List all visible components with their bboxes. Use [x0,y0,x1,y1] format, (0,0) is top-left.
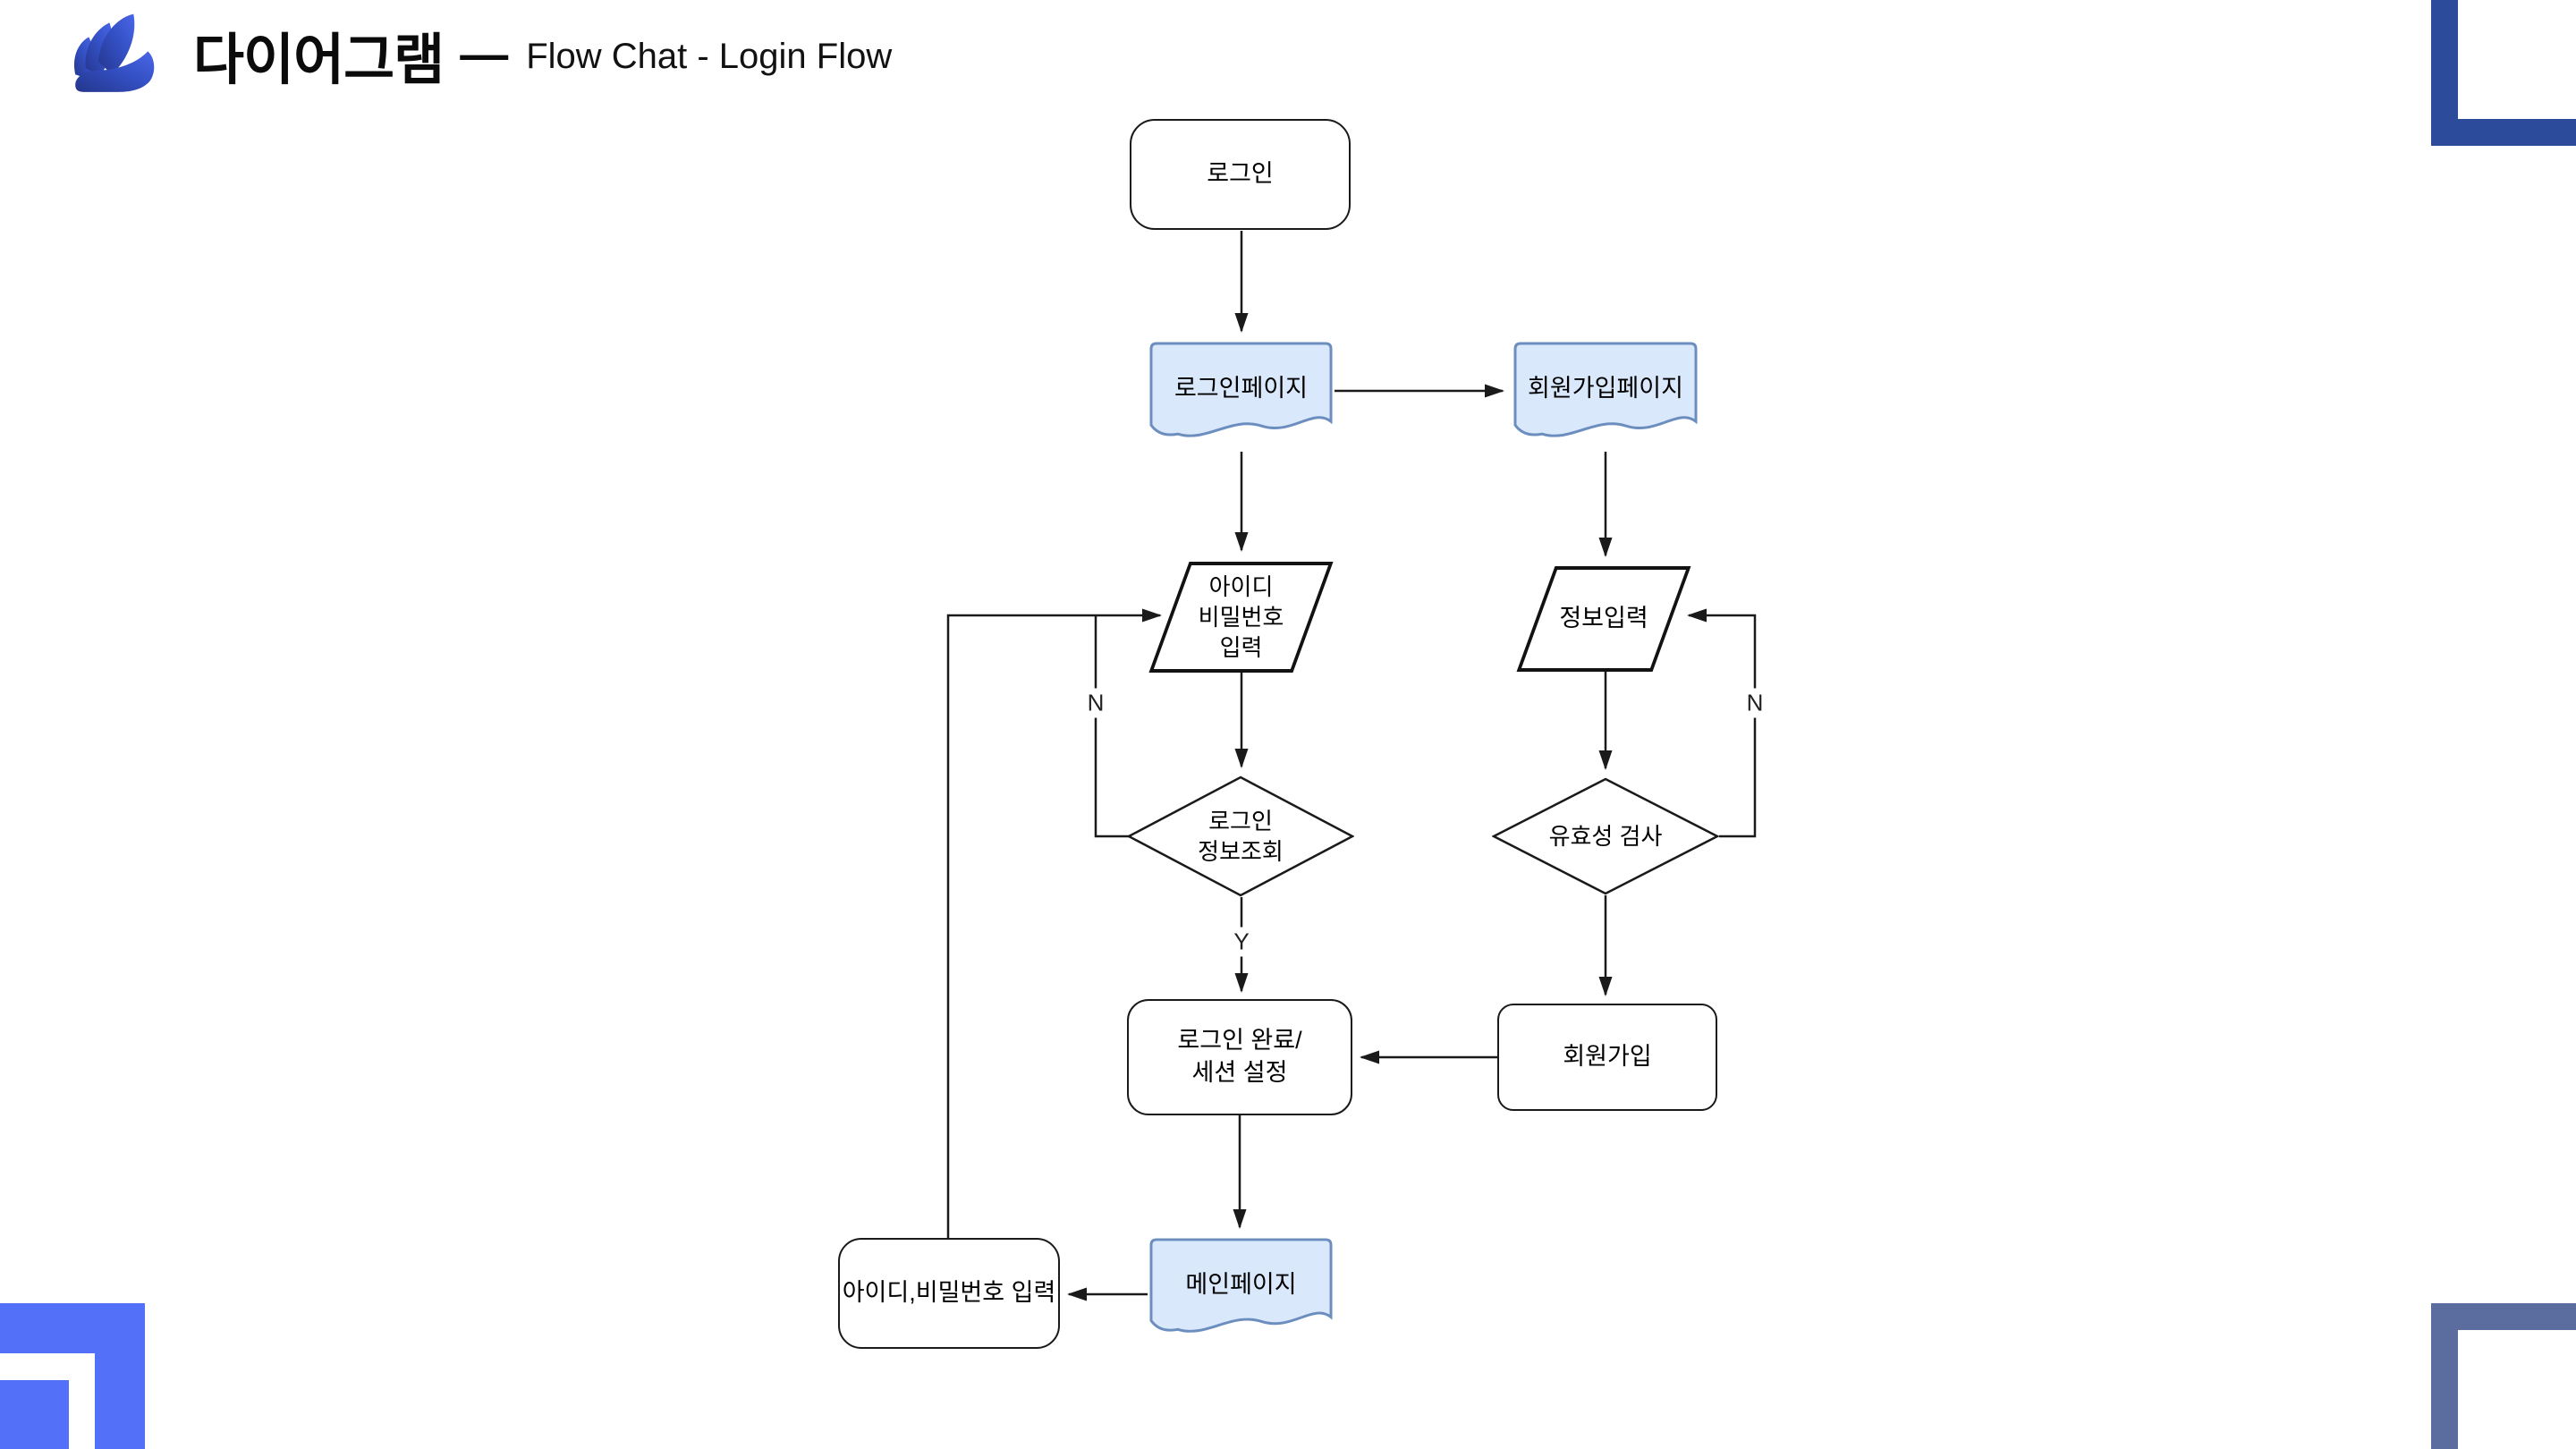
node-login-page-label: 로그인페이지 [1174,375,1309,402]
document-shape [1149,1238,1333,1333]
app-title: 다이어그램 [193,30,445,91]
node-login-start-label: 로그인 [1207,160,1274,188]
node-signup-page: 회원가입페이지 [1512,340,1699,451]
edge-label-no-left: N [1082,688,1109,718]
node-signup-label: 회원가입 [1563,1043,1652,1071]
node-login-complete-label: 로그인 완료/ 세션 설정 [1177,1027,1302,1086]
node-signup: 회원가입 [1497,1004,1717,1111]
edge-label-yes: Y [1229,927,1254,957]
node-login-start: 로그인 [1130,119,1351,230]
node-validation-check-label: 유효성 검사 [1548,822,1663,850]
node-login-complete: 로그인 완료/ 세션 설정 [1127,999,1352,1115]
node-id-pw-input-label: 아이디 비밀번호 입력 [1198,572,1284,662]
node-validation-check: 유효성 검사 [1492,777,1719,895]
document-shape [1513,342,1698,437]
header: 다이어그램 — Flow Chat - Login Flow [68,11,892,98]
node-info-input: 정보입력 [1515,566,1692,672]
node-login-info-check-label: 로그인 정보조회 [1198,807,1284,865]
node-login-info-check: 로그인 정보조회 [1127,775,1354,897]
title-separator: — [460,28,509,81]
decision-shape [1127,775,1354,897]
node-id-pw-reinput-label: 아이디,비밀번호 입력 [842,1279,1056,1307]
node-main-page-label: 메인페이지 [1185,1270,1297,1298]
node-main-page: 메인페이지 [1148,1236,1335,1346]
node-id-pw-reinput: 아이디,비밀번호 입력 [838,1238,1060,1349]
document-shape [1149,342,1333,437]
node-info-input-label: 정보입력 [1559,605,1648,632]
app-logo-icon [73,13,155,92]
node-login-page: 로그인페이지 [1148,340,1335,451]
node-id-pw-input: 아이디 비밀번호 입력 [1148,562,1335,673]
edge-label-no-right: N [1741,688,1768,718]
node-signup-page-label: 회원가입페이지 [1528,375,1683,402]
page-title: Flow Chat - Login Flow [526,36,893,76]
decision-shape [1492,777,1719,895]
